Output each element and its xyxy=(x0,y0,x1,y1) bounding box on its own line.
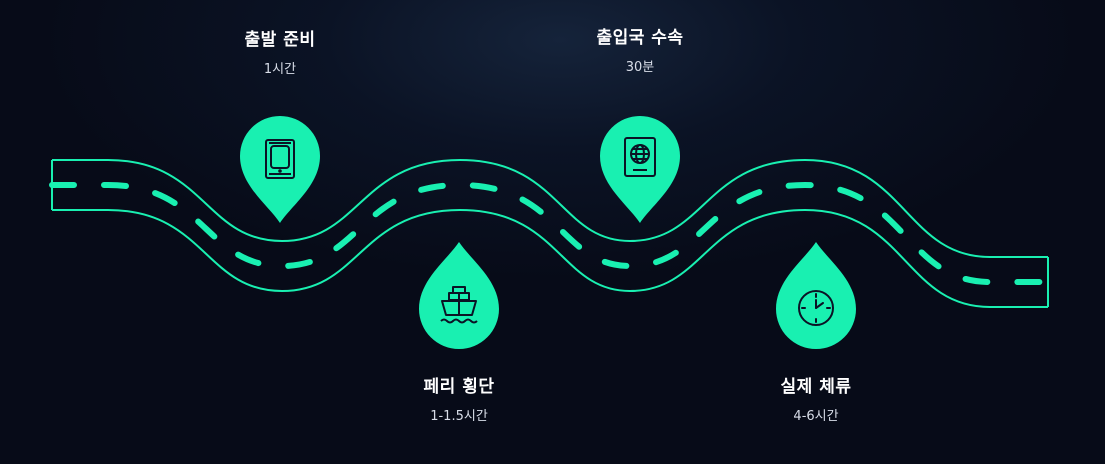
pin-passport-globe xyxy=(600,116,680,223)
ship-icon xyxy=(440,286,478,324)
passport-document-icon xyxy=(265,139,295,179)
clock-icon xyxy=(798,290,834,326)
step-duration: 1-1.5시간 xyxy=(430,409,488,424)
step-duration: 4-6시간 xyxy=(793,409,839,424)
step-duration: 1시간 xyxy=(263,62,297,77)
road-top-edge xyxy=(52,158,1048,258)
step-actual-stay: 실제 체류 4-6시간 xyxy=(706,376,926,426)
road-center-dashes xyxy=(49,181,1051,285)
pin-clock xyxy=(776,242,856,349)
step-title: 출발 준비 xyxy=(244,30,316,50)
step-immigration: 출입국 수속 30분 xyxy=(530,27,750,77)
passport-globe-icon xyxy=(624,137,656,177)
step-title: 실제 체류 xyxy=(780,377,852,397)
step-title: 출입국 수속 xyxy=(596,28,684,48)
pin-passport-document xyxy=(240,116,320,223)
road-bottom-edge xyxy=(52,208,1048,308)
step-ferry-crossing: 페리 횡단 1-1.5시간 xyxy=(349,376,569,426)
step-departure-prep: 출발 준비 1시간 xyxy=(170,29,390,79)
step-duration: 30분 xyxy=(625,60,655,75)
step-title: 페리 횡단 xyxy=(423,377,495,397)
pin-ship xyxy=(419,242,499,349)
